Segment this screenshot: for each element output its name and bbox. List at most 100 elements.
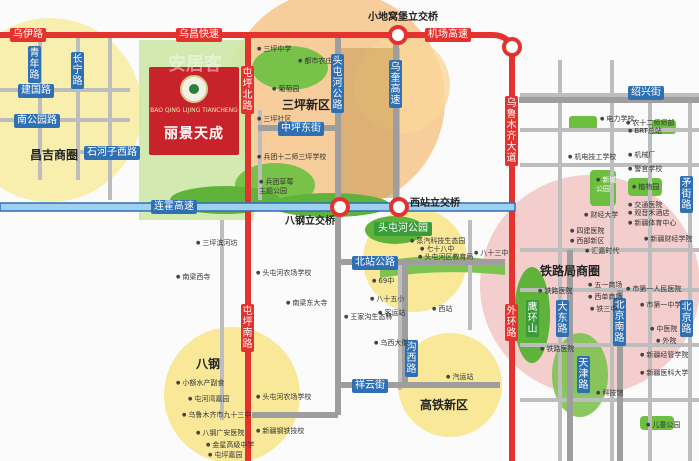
poi-tcm-hospital: 中医院 xyxy=(650,324,677,334)
watermark-anjuke: 安居客 xyxy=(168,54,222,75)
poi-nanliang-east: 南梁东大寺 xyxy=(286,298,327,308)
poi-wangjiagou: 王家沟生态林 xyxy=(344,312,392,322)
poi-police-school: 警官学校 xyxy=(628,164,662,174)
poi-tuotunhe-school: 头屯河农场学校 xyxy=(256,268,311,278)
poi-science-museum: 科技馆 xyxy=(596,388,623,398)
label-bagang-interchange: 八钢立交桥 xyxy=(285,216,335,227)
road-dadong: 大东路 xyxy=(556,300,569,337)
district-sanping: 三坪新区 xyxy=(282,98,331,112)
poi-first-school: 市第一中学 xyxy=(640,300,681,310)
poi-foreign-hospital: 外院 xyxy=(656,336,676,346)
changji-district-circle xyxy=(0,18,142,202)
poi-mechanic-school: 机电技工学校 xyxy=(568,152,616,162)
poi-steam-park: 蒸汽科技生态园 xyxy=(410,236,465,246)
poi-first-hospital: 市第一人民医院 xyxy=(626,284,681,294)
brand-emblem-icon xyxy=(180,75,208,103)
poi-traffic-hospital: 交通医院 xyxy=(628,200,662,210)
poi-division-12: 农十二师师部 xyxy=(626,118,674,128)
poi-power-school: 电力学校 xyxy=(600,114,634,124)
road-outer-ring: 外环路 xyxy=(505,304,518,341)
label-xizhan-interchange: 西站立交桥 xyxy=(410,198,460,209)
poi-xiaoe-food: 小额水产副食 xyxy=(176,378,224,388)
road-jianguo: 建国路 xyxy=(18,84,54,98)
poi-sanping-school: 三坪中学 xyxy=(257,44,291,54)
road-wuyi: 乌伊路 xyxy=(10,28,46,42)
road-shihezixi: 石河子西路 xyxy=(84,146,140,160)
poi-school-78: 七十八中 xyxy=(420,244,454,254)
poi-xidan-mall: 西单商场 xyxy=(588,292,622,302)
park-xincheng: 新城 公园 xyxy=(596,176,616,194)
poi-bingtuan-school: 兵团十二师三坪学校 xyxy=(257,152,326,162)
district-bagang: 八钢 xyxy=(196,357,221,371)
poi-western-area: 西部新区 xyxy=(570,236,604,246)
poi-steel-school: 新疆钢铁技校 xyxy=(256,426,304,436)
poi-children-park: 儿童公园 xyxy=(646,420,680,430)
poi-nanliang-west: 南梁西寺 xyxy=(176,272,210,282)
road-tunping-north: 屯坪北路 xyxy=(241,66,254,114)
poi-sanping-community: 三坪社区 xyxy=(257,114,291,124)
park-yinghuan: 鹰环山 xyxy=(526,300,539,337)
brand-english: BAO QING LIJING TIANCHENG xyxy=(150,107,238,114)
brand-name: 丽景天成 xyxy=(164,126,224,142)
poi-xizhan: 西站 xyxy=(432,304,452,314)
label-xiaodiwo-interchange: 小地窝堡立交桥 xyxy=(368,12,438,23)
road-lianhuo: 连霍高速 xyxy=(151,200,197,214)
road-wuchang: 乌昌快速 xyxy=(176,28,222,42)
road-tianjin: 天津路 xyxy=(577,356,590,393)
road-jichang: 机场高速 xyxy=(425,28,471,42)
poi-sijian-hospital: 四建医院 xyxy=(570,226,604,236)
poi-grapes: 葡萄园 xyxy=(272,84,299,94)
poi-bagang-hospital: 八钢广安医院 xyxy=(196,428,244,438)
poi-school-85: 八十五小 xyxy=(370,294,404,304)
district-changji: 昌吉商圈 xyxy=(30,148,79,162)
road-changning: 长宁路 xyxy=(71,52,84,89)
road-qingnian: 青年路 xyxy=(28,46,41,83)
poi-education-bureau: 头屯河区教育局 xyxy=(418,252,473,262)
park-small-1 xyxy=(569,116,597,130)
poi-guanyin-hotel: 观音禾酒店 xyxy=(628,208,669,218)
poi-dushi-farm: 都市农庄 xyxy=(298,56,332,66)
poi-tunhewan: 屯河湾嘉园 xyxy=(188,394,229,404)
road-shiyan: 矛街路 xyxy=(680,176,693,213)
district-gaotie: 高铁新区 xyxy=(420,398,469,412)
road-shaoxing: 绍兴街 xyxy=(628,86,664,100)
park-zhiwu: 植物园 xyxy=(632,182,659,192)
road-tuotunhe: 头屯河公路 xyxy=(331,54,344,113)
poi-tunping-garden: 屯坪嘉园 xyxy=(208,450,242,460)
poi-farm-school: 头屯河农场学校 xyxy=(256,392,311,402)
poi-school-93: 乌鲁木齐市九十三中 xyxy=(182,410,251,420)
poi-railway-hospital-2: 铁路医院 xyxy=(540,344,574,354)
poi-mgmt-college: 新疆经管学院 xyxy=(640,350,688,360)
poi-sports-center: 新疆体育中心 xyxy=(628,218,676,228)
park-bingtuan: 兵团草莓 主题公园 xyxy=(259,178,293,196)
road-nangongyuan: 南公园路 xyxy=(14,114,60,128)
road-qiuxi: 沟西路 xyxy=(405,340,418,377)
district-tielu: 铁路局商圈 xyxy=(540,264,601,278)
park-tuotunhe: 头屯河公园 xyxy=(374,222,432,236)
poi-auto-station: 汽运站 xyxy=(446,372,473,382)
poi-machinery-plant: 机械厂 xyxy=(628,150,655,160)
poi-bus-station: 客运站 xyxy=(378,308,405,318)
road-wukui: 乌奎高速 xyxy=(389,60,402,108)
poi-tie-3: 铁三中 xyxy=(590,304,617,314)
lijing-tiancheng-brand[interactable]: BAO QING LIJING TIANCHENG 丽景天成 xyxy=(149,67,239,155)
poi-school-83: 八十三中 xyxy=(474,248,508,258)
poi-huijia: 汇嘉时代 xyxy=(585,246,619,256)
road-zhongping-east: 中坪东街 xyxy=(278,122,324,136)
road-tunping-south: 屯坪南路 xyxy=(241,304,254,352)
poi-jinxing-school: 金星高级中学 xyxy=(206,440,254,450)
poi-brt-station: BRT总站 xyxy=(628,126,661,136)
poi-finance-univ: 财经大学 xyxy=(584,210,618,220)
poi-railway-hospital: 铁路医院 xyxy=(538,286,572,296)
road-beijing: 北京路 xyxy=(680,300,693,337)
poi-wuyi-mall: 五一商场 xyxy=(588,280,622,290)
interchange-markers xyxy=(330,25,522,217)
road-wuda: 乌鲁木齐大道 xyxy=(505,96,518,166)
road-beizhan: 北站公路 xyxy=(352,256,398,270)
poi-school-69: 69中 xyxy=(372,276,394,286)
lianhuo-highway xyxy=(0,202,516,212)
poi-medical-univ: 新疆医科大学 xyxy=(640,368,688,378)
road-xiangyun: 祥云街 xyxy=(352,379,388,393)
poi-sanping-binhe: 三坪滨河坊 xyxy=(196,238,237,248)
